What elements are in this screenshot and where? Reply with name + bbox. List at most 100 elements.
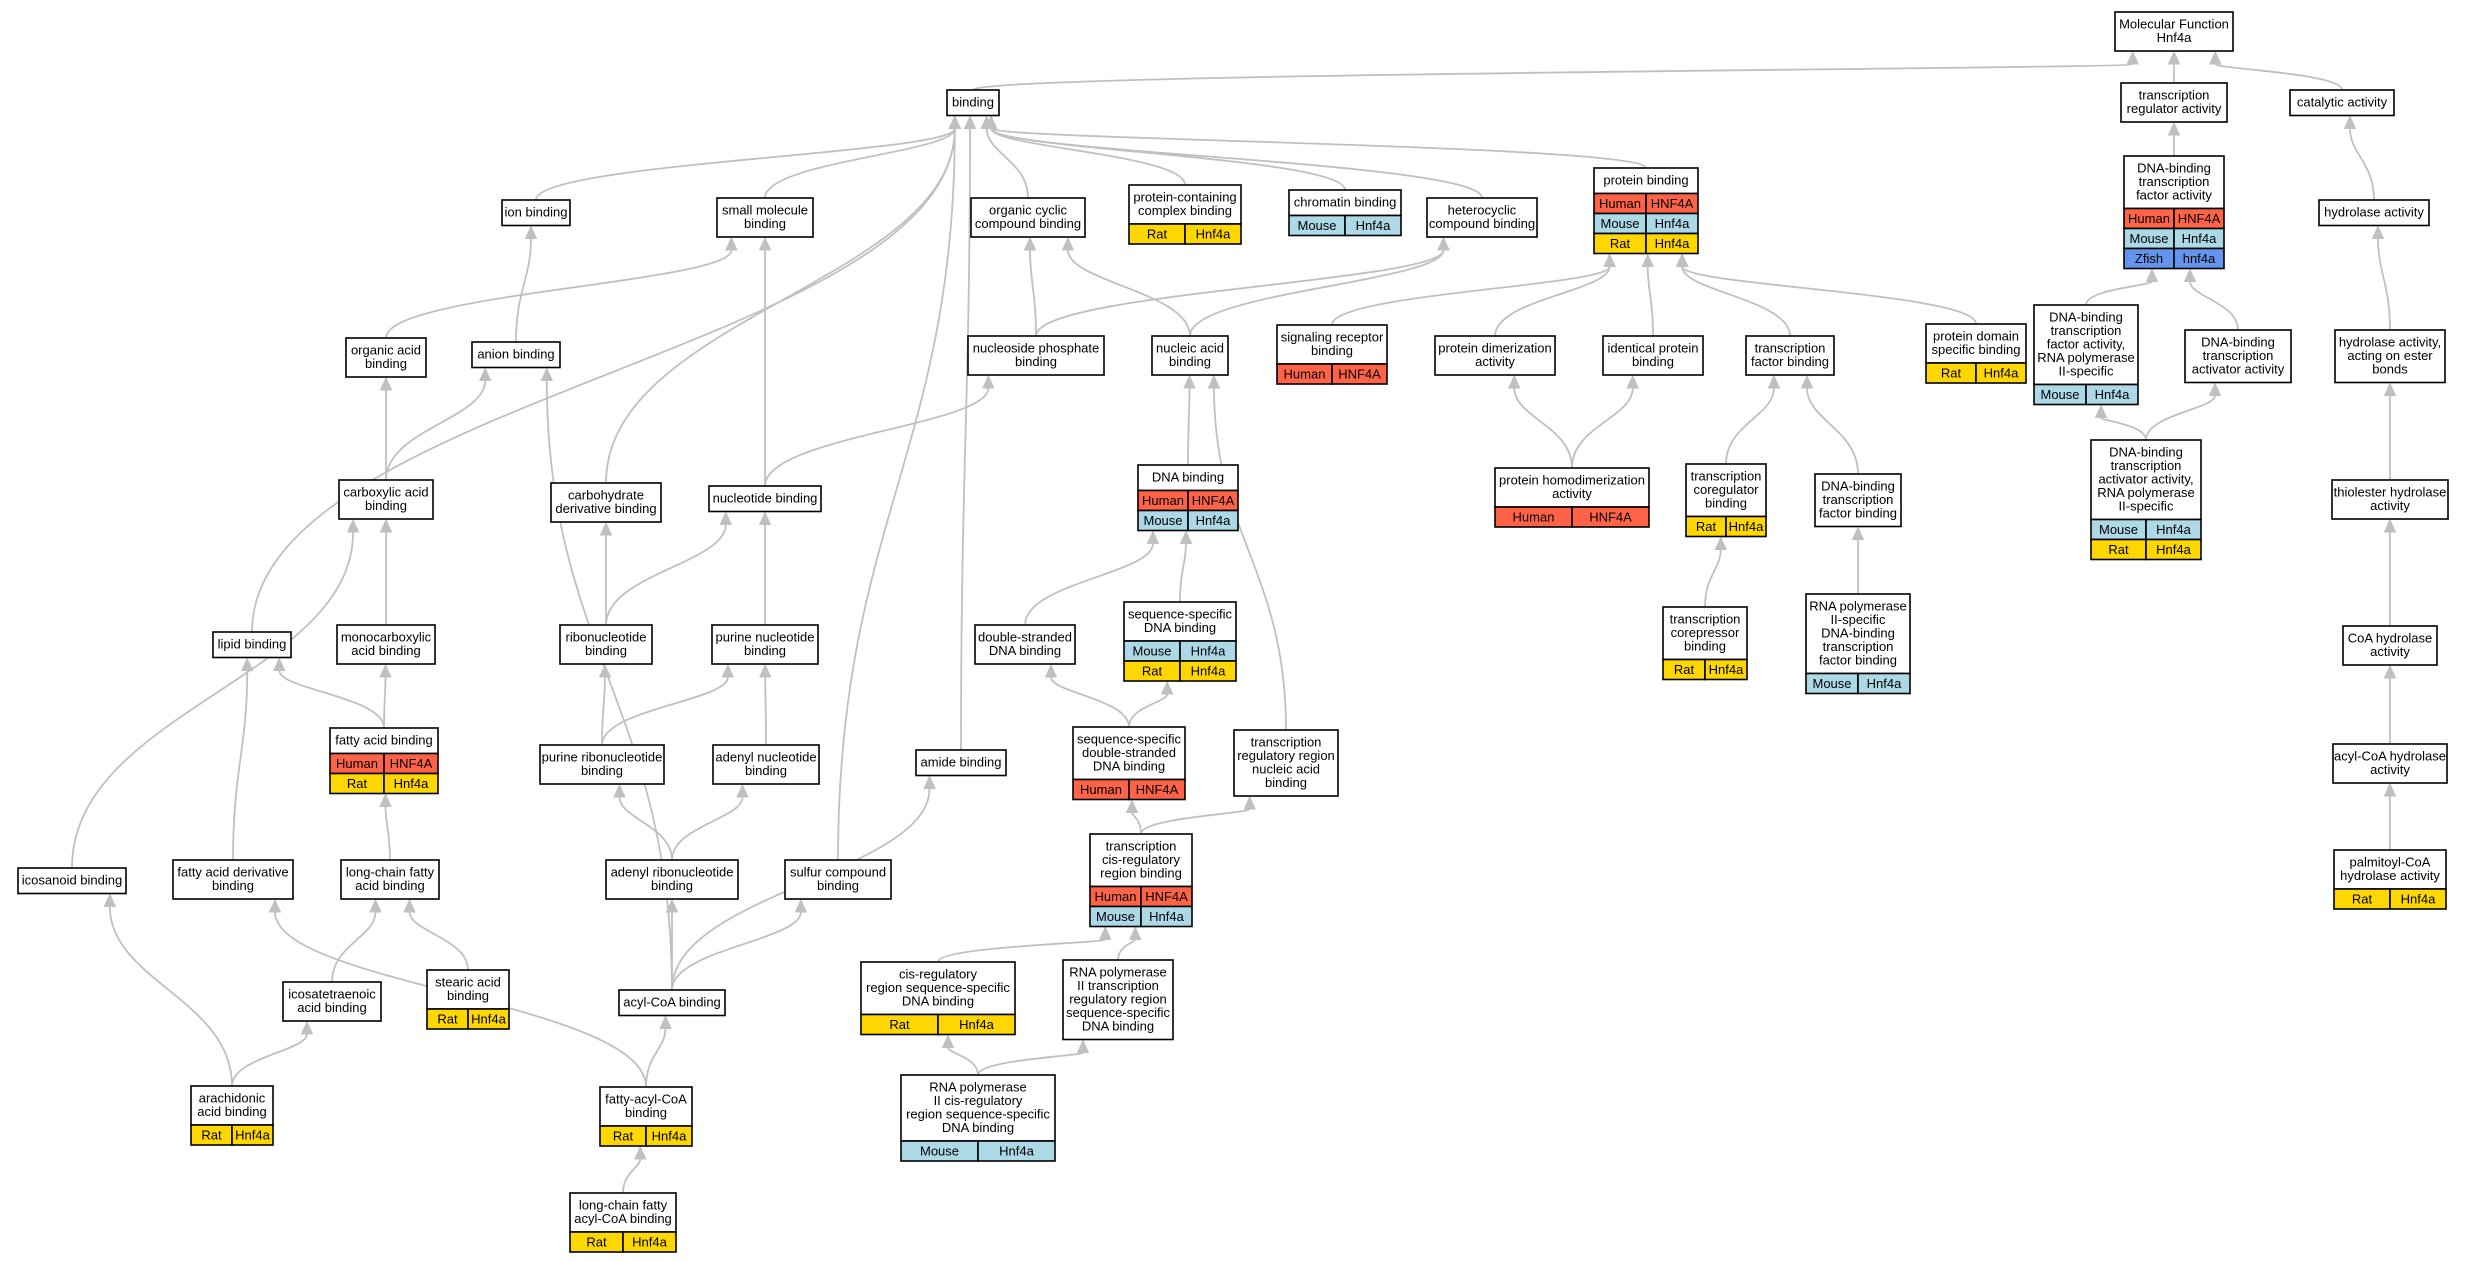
go-term-node-lipid[interactable]: lipid binding <box>212 631 292 659</box>
edge-dbta2-to-dbta <box>2145 382 2222 441</box>
node-label-line: binding <box>1705 496 1747 511</box>
node-label-line: activity <box>1552 486 1592 501</box>
node-label-line: binding <box>1684 639 1726 654</box>
edge-orgacid-to-small <box>385 236 738 339</box>
node-label-line: corepressor <box>1671 625 1740 640</box>
go-term-node-ion[interactable]: ion binding <box>501 199 571 227</box>
node-label-line: amide binding <box>921 755 1002 770</box>
node-label-line: identical protein <box>1607 341 1698 356</box>
node-label-line: II-specific <box>2119 499 2174 514</box>
go-term-node-amide[interactable]: amide binding <box>915 749 1007 777</box>
go-term-node-acylcoab[interactable]: acyl-CoA binding <box>618 989 726 1017</box>
node-label-line: fatty-acyl-CoA <box>605 1092 687 1107</box>
node-label-line: factor binding <box>1819 653 1897 668</box>
go-term-node-icos[interactable]: icosanoid binding <box>17 867 127 895</box>
go-term-node-rnapol2b[interactable]: RNA polymeraseII-specificDNA-bindingtran… <box>1805 593 1911 695</box>
gene-label: Hnf4a <box>2095 387 2130 402</box>
edge-arrowhead <box>758 511 772 525</box>
edge-line <box>2214 63 2343 91</box>
go-term-node-hyd[interactable]: hydrolase activity <box>2318 199 2430 227</box>
go-term-node-cat[interactable]: catalytic activity <box>2289 89 2395 117</box>
edge-arrowhead <box>721 663 735 678</box>
edge-arrowhead <box>379 376 393 391</box>
node-label-line: carbohydrate <box>568 488 644 503</box>
go-term-node-nucleo[interactable]: nucleotide binding <box>708 485 822 513</box>
gene-label: Hnf4a <box>652 1129 687 1144</box>
node-label-line: transcription <box>1823 492 1894 507</box>
species-label: Rat <box>613 1129 634 1144</box>
go-term-node-anion[interactable]: anion binding <box>471 341 561 369</box>
gene-label: HNF4A <box>390 756 433 771</box>
go-term-node-binding[interactable]: binding <box>946 89 1000 117</box>
node-label-line: protein-containing <box>1133 190 1236 205</box>
node-box <box>1434 335 1556 376</box>
edge-arrowhead <box>1128 926 1142 940</box>
edge-nucphos-to-hetero <box>1035 236 1450 337</box>
node-label-line: DNA-binding <box>2137 161 2211 176</box>
gene-cell <box>1704 658 1748 681</box>
edge-arrowhead <box>719 511 733 525</box>
edge-coreg-to-tfb <box>1725 374 1781 465</box>
node-label-line: ribonucleotide <box>566 630 647 645</box>
gene-label: Hnf4a <box>1356 218 1391 233</box>
gene-cell <box>2085 383 2139 406</box>
